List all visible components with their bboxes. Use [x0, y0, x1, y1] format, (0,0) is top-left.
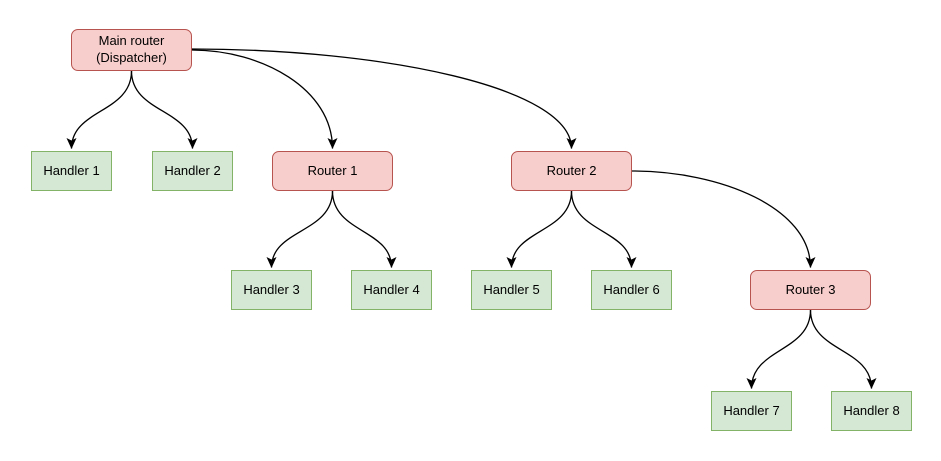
edge-main-to-router-1 — [191, 49, 338, 149]
node-handler-7-label: Handler 7 — [723, 402, 780, 418]
node-handler-4-label: Handler 4 — [363, 281, 420, 297]
node-handler-1-label: Handler 1 — [43, 162, 100, 178]
node-main-router-label-line-2: (Dispatcher) — [96, 50, 167, 65]
node-router-2-label: Router 2 — [546, 162, 597, 178]
edge-router-3-to-handler-7 — [746, 309, 812, 389]
node-handler-3: Handler 3 — [231, 270, 312, 310]
edge-router-2-to-handler-6 — [570, 190, 637, 268]
node-handler-2: Handler 2 — [152, 151, 233, 191]
node-router-2: Router 2 — [511, 151, 632, 191]
node-main-router: Main router (Dispatcher) — [71, 29, 192, 71]
edge-router-2-to-handler-5 — [506, 190, 573, 268]
edge-router-1-to-handler-3 — [266, 190, 334, 268]
node-handler-1: Handler 1 — [31, 151, 112, 191]
node-handler-2-label: Handler 2 — [164, 162, 221, 178]
edge-router-1-to-handler-4 — [331, 190, 397, 268]
edge-main-to-router-2 — [191, 48, 577, 149]
node-router-3-label: Router 3 — [785, 281, 836, 297]
node-handler-4: Handler 4 — [351, 270, 432, 310]
node-router-1-label: Router 1 — [307, 162, 358, 178]
node-main-router-label: Main router (Dispatcher) — [96, 33, 167, 67]
node-handler-6-label: Handler 6 — [603, 281, 660, 297]
node-handler-7: Handler 7 — [711, 391, 792, 431]
edge-router-3-to-handler-8 — [809, 309, 877, 389]
edge-router-2-to-router-3 — [631, 170, 816, 268]
node-handler-5-label: Handler 5 — [483, 281, 540, 297]
node-handler-3-label: Handler 3 — [243, 281, 300, 297]
node-main-router-label-line-1: Main router — [98, 33, 165, 49]
node-handler-5: Handler 5 — [471, 270, 552, 310]
node-router-3: Router 3 — [750, 270, 871, 310]
node-handler-6: Handler 6 — [591, 270, 672, 310]
node-handler-8: Handler 8 — [831, 391, 912, 431]
edge-main-to-handler-1 — [66, 70, 133, 149]
node-handler-8-label: Handler 8 — [843, 402, 900, 418]
node-router-1: Router 1 — [272, 151, 393, 191]
edge-main-to-handler-2 — [130, 70, 198, 149]
